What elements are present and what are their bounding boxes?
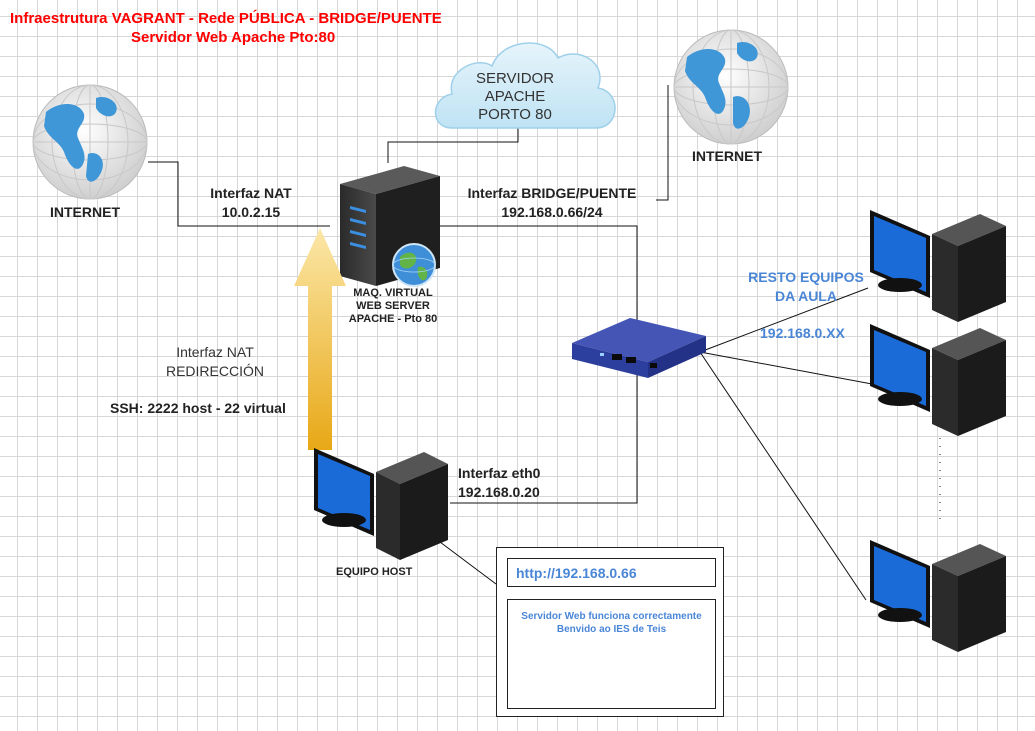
diagram-title-line2: Servidor Web Apache Pto:80 [131, 29, 336, 46]
host-interface-ip: 192.168.0.20 [458, 484, 540, 500]
internet-right-label: INTERNET [692, 148, 762, 164]
server-tower-icon [340, 166, 440, 287]
bridge-interface-label: Interfaz BRIDGE/PUENTE 192.168.0.66/24 [452, 184, 652, 222]
cloud-label: SERVIDOR APACHE PORTO 80 [455, 70, 575, 124]
browser-url-bar[interactable]: http://192.168.0.66 [507, 558, 716, 587]
classroom-pc-3-icon [870, 540, 1006, 652]
nat-interface-name: Interfaz NAT [210, 185, 292, 201]
redirect-label-line2: REDIRECCIÓN [165, 363, 264, 379]
classroom-pc-1-icon [870, 210, 1006, 322]
browser-content-line2: Benvido ao IES de Teis [556, 624, 667, 635]
redirect-arrow-icon [294, 228, 346, 450]
redirect-label: Interfaz NAT REDIRECCIÓN [150, 343, 280, 381]
server-globe-icon [392, 243, 436, 287]
classroom-ip-label: 192.168.0.XX [760, 325, 845, 341]
link-switch-pc3 [699, 351, 867, 601]
server-label-line1: MAQ. VIRTUAL [353, 287, 433, 299]
nat-interface-label: Interfaz NAT 10.0.2.15 [196, 184, 306, 222]
server-label-line3: APACHE - Pto 80 [348, 313, 438, 325]
link-internet-right-bridge [656, 85, 669, 201]
ssh-redirect-label: SSH: 2222 host - 22 virtual [110, 400, 286, 416]
link-switch-pc1 [699, 287, 869, 353]
diagram-title-line1: Infraestrutura VAGRANT - Rede PÚBLICA - … [10, 10, 442, 27]
link-server-switch [440, 225, 638, 336]
host-interface-name: Interfaz eth0 [458, 465, 541, 481]
cloud-label-line1: SERVIDOR [475, 70, 555, 87]
cloud-label-line3: PORTO 80 [478, 106, 552, 123]
globe-right-icon [673, 29, 789, 145]
classroom-label: RESTO EQUIPOS DA AULA [736, 268, 876, 306]
bridge-interface-ip: 192.168.0.66/24 [501, 204, 603, 220]
host-computer-icon [314, 448, 448, 560]
link-switch-host [450, 375, 638, 504]
host-interface-label: Interfaz eth0 192.168.0.20 [458, 464, 540, 502]
redirect-label-line1: Interfaz NAT [176, 344, 254, 360]
classroom-pc-2-icon [870, 324, 1006, 436]
link-host-browser [439, 541, 497, 585]
link-internet-left-nat [148, 161, 330, 227]
server-label: MAQ. VIRTUAL WEB SERVER APACHE - Pto 80 [334, 287, 452, 326]
internet-left-label: INTERNET [50, 204, 120, 220]
connection-lines [148, 85, 941, 601]
host-label: EQUIPO HOST [336, 566, 413, 578]
classroom-label-line2: DA AULA [775, 288, 837, 304]
server-label-line2: WEB SERVER [356, 300, 430, 312]
link-switch-pc2 [699, 351, 873, 385]
cloud-icon [434, 42, 616, 129]
globe-left-icon [32, 84, 148, 200]
bridge-interface-name: Interfaz BRIDGE/PUENTE [467, 185, 637, 201]
classroom-label-line1: RESTO EQUIPOS [748, 269, 864, 285]
nat-interface-ip: 10.0.2.15 [221, 204, 281, 220]
link-server-cloud [387, 128, 519, 163]
cloud-label-line2: APACHE [484, 88, 546, 105]
browser-content: Servidor Web funciona correctamente Benv… [507, 599, 716, 709]
browser-content-line1: Servidor Web funciona correctamente [521, 611, 702, 622]
network-switch-icon [572, 318, 706, 378]
